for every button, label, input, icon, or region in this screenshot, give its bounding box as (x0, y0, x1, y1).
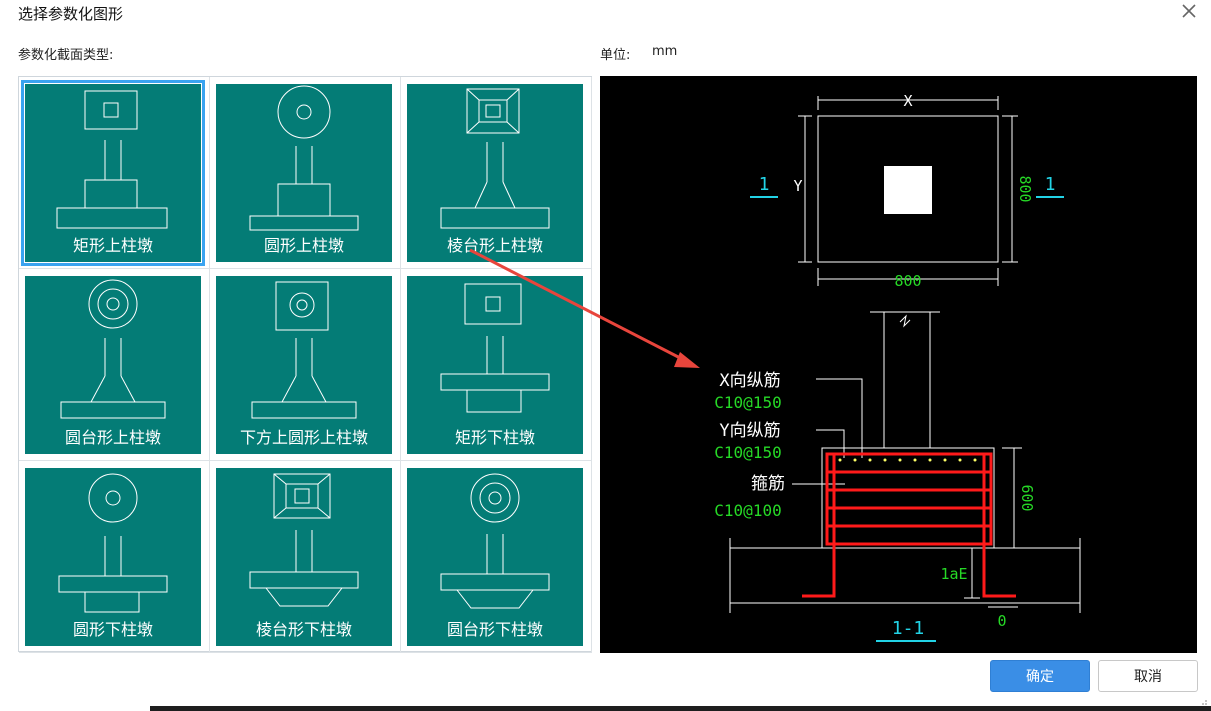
section-mark-right: 1 (1045, 174, 1056, 195)
gallery-cell: 棱台形上柱墩 (401, 77, 592, 269)
tile-square-base-round-top-pier[interactable]: 下方上圆形上柱墩 (216, 276, 392, 454)
frustum-lower-pier-icon (249, 473, 359, 607)
rebar-cage (802, 452, 1016, 598)
round-frustum-upper-pier-icon (60, 279, 166, 419)
rect-upper-pier-icon (56, 90, 168, 229)
tile-label: 矩形下柱墩 (454, 428, 535, 447)
tile-label: 矩形上柱墩 (72, 236, 153, 255)
y-rebar-spec: C10@150 (714, 443, 781, 462)
dim-width-label: 800 (894, 272, 921, 290)
square-base-round-top-pier-icon (251, 281, 357, 419)
dim-height-label: 800 (1016, 175, 1034, 202)
gallery-cell: 棱台形下柱墩 (210, 461, 401, 653)
ok-button[interactable]: 确定 (990, 660, 1090, 692)
dim-x-label: X (903, 92, 912, 110)
tile-round-lower-pier[interactable]: 圆形下柱墩 (25, 468, 201, 646)
taskbar-strip (150, 706, 1211, 711)
y-rebar-label: Y向纵筋 (719, 421, 780, 441)
unit-value: mm (652, 44, 678, 59)
section-type-label: 参数化截面类型: (18, 48, 114, 63)
section-mark-left: 1 (759, 174, 770, 195)
tile-label: 棱台形上柱墩 (446, 236, 543, 255)
gallery-cell: 圆台形上柱墩 (19, 269, 210, 461)
tile-round-upper-pier[interactable]: 圆形上柱墩 (216, 84, 392, 262)
column-square (884, 166, 932, 214)
dialog-title: 选择参数化图形 (18, 5, 124, 23)
frustum-upper-pier-icon (440, 88, 550, 229)
dim-y-label: Y (793, 177, 802, 195)
cancel-button[interactable]: 取消 (1098, 660, 1198, 692)
x-rebar-spec: C10@150 (714, 393, 781, 412)
rebar-dots (838, 458, 977, 462)
round-lower-pier-icon (58, 473, 168, 613)
tile-frustum-upper-pier[interactable]: 棱台形上柱墩 (407, 84, 583, 262)
tile-frustum-lower-pier[interactable]: 棱台形下柱墩 (216, 468, 392, 646)
stirrup-spec: C10@100 (714, 501, 781, 520)
stirrup-label: 箍筋 (751, 474, 785, 494)
tile-label: 下方上圆形上柱墩 (239, 428, 368, 447)
cover-dim-label: 0 (997, 612, 1006, 630)
tile-label: 圆台形下柱墩 (446, 620, 543, 639)
section-title: 1-1 (892, 618, 925, 639)
round-frustum-lower-pier-icon (440, 473, 550, 609)
tile-label: 圆形下柱墩 (72, 620, 153, 639)
gallery-cell: 矩形下柱墩 (401, 269, 592, 461)
tile-rect-lower-pier[interactable]: 矩形下柱墩 (407, 276, 583, 454)
unit-label: 单位: (600, 48, 631, 63)
gallery-cell: 圆形下柱墩 (19, 461, 210, 653)
tile-label: 圆形上柱墩 (263, 236, 344, 255)
title-bar: 选择参数化图形 (0, 0, 1211, 26)
tile-label: 棱台形下柱墩 (255, 620, 352, 639)
tile-rect-upper-pier[interactable]: 矩形上柱墩 (21, 80, 205, 266)
gallery-cell: 矩形上柱墩 (19, 77, 210, 269)
preview-panel: X Y 800 800 1 1 X向纵筋 C10@150 Y向纵筋 C10@15… (600, 76, 1197, 653)
tile-round-frustum-lower-pier[interactable]: 圆台形下柱墩 (407, 468, 583, 646)
close-icon[interactable] (1178, 0, 1200, 22)
gallery-cell: 下方上圆形上柱墩 (210, 269, 401, 461)
gallery-cell: 圆形上柱墩 (210, 77, 401, 269)
tile-label: 圆台形上柱墩 (64, 428, 161, 447)
gallery-cell: 圆台形下柱墩 (401, 461, 592, 653)
anchor-length-label: 1aE (940, 565, 967, 583)
tile-round-frustum-upper-pier[interactable]: 圆台形上柱墩 (25, 276, 201, 454)
round-upper-pier-icon (249, 85, 359, 231)
shape-gallery: 矩形上柱墩 圆形上柱墩 (18, 76, 592, 653)
x-rebar-label: X向纵筋 (719, 371, 780, 391)
pier-section-drawing: X Y 800 800 1 1 X向纵筋 C10@150 Y向纵筋 C10@15… (714, 92, 1081, 642)
depth-dim-label: 600 (1018, 484, 1036, 511)
